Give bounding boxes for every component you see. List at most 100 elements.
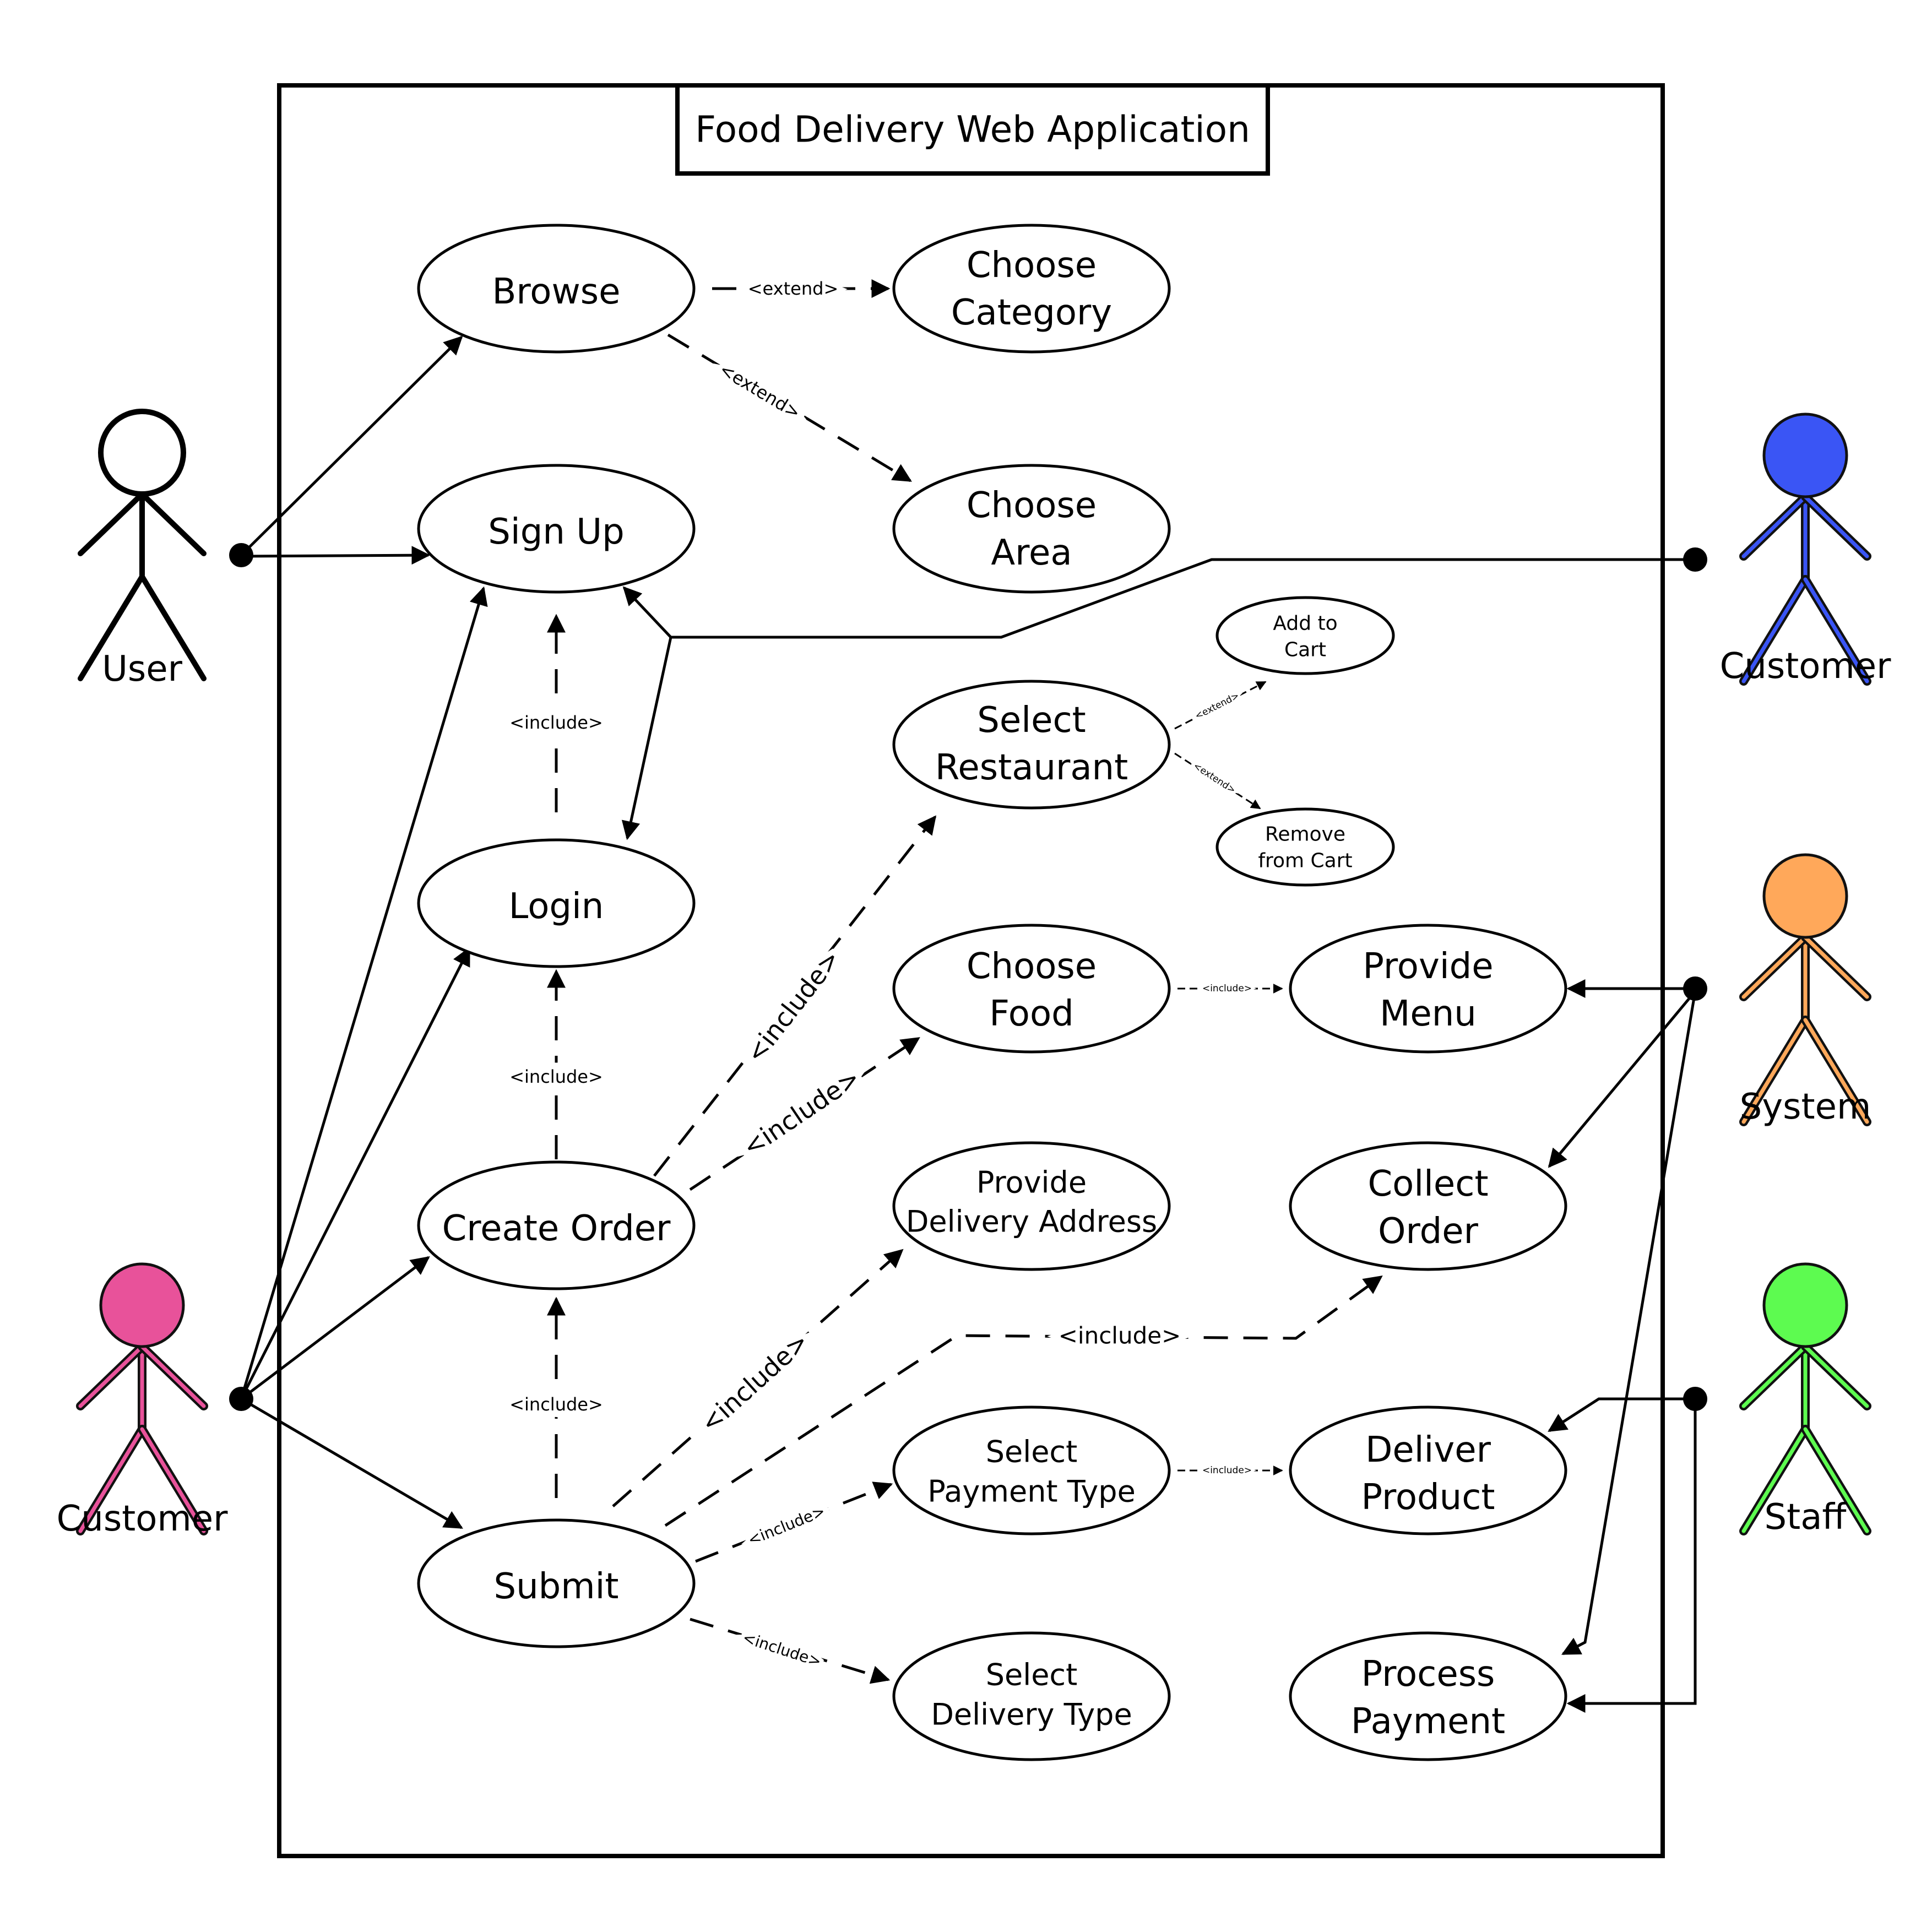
assoc-staff-payment <box>1566 1399 1697 1713</box>
dependencies <box>547 279 1383 1684</box>
use-case-label: Choose <box>967 946 1097 987</box>
actor-user[interactable]: User <box>78 409 207 690</box>
dep-restaurant-remove <box>1174 752 1261 810</box>
use-case-process-payment[interactable]: Process Payment <box>1289 1631 1567 1761</box>
use-case-create-order[interactable]: Create Order <box>417 1160 696 1290</box>
stick-figure-limb-fill <box>78 1344 144 1408</box>
use-case-choose-food[interactable]: Choose Food <box>892 924 1171 1054</box>
use-case-label: Restaurant <box>935 747 1128 788</box>
rel-label: <extend> <box>716 359 805 423</box>
use-case-label: Choose <box>967 485 1097 526</box>
assoc-staff-deliver <box>1548 1397 1695 1432</box>
rel-label: <include> <box>509 1066 603 1087</box>
use-case-label: Process <box>1361 1654 1495 1695</box>
actor-customer-right[interactable]: Customer <box>1720 413 1892 687</box>
use-case-label: Payment <box>1351 1701 1505 1742</box>
use-case-login[interactable]: Login <box>417 838 696 968</box>
connection-dots <box>229 543 1707 1411</box>
stick-figure-limb-fill <box>1741 935 1808 999</box>
stick-figure-icon <box>76 1262 208 1535</box>
stick-figure-limb <box>139 491 207 556</box>
rel-label: <extend> <box>748 278 839 299</box>
stick-figure-icon <box>1739 853 1871 1126</box>
rel-label: <include> <box>509 712 603 733</box>
stick-figure-icon <box>78 409 207 681</box>
stick-figure-limb-fill <box>1741 1018 1808 1124</box>
dot-staff <box>1683 1387 1707 1411</box>
stick-figure-icon <box>1739 413 1871 686</box>
stick-figure-limb-fill <box>1741 1344 1808 1408</box>
use-case-label: Cart <box>1284 639 1326 661</box>
use-case-label: Order <box>1378 1211 1479 1252</box>
use-case-label: Provide <box>976 1165 1087 1200</box>
dep-create-food <box>689 1036 920 1191</box>
use-case-label: Choose <box>967 245 1097 286</box>
use-case-provide-delivery-address[interactable]: Provide Delivery Address <box>892 1141 1171 1271</box>
dep-restaurant-add <box>1174 681 1267 730</box>
stick-figure-limb-fill <box>140 1344 206 1408</box>
use-case-label: Select <box>986 1435 1078 1469</box>
rel-label: <include> <box>694 1326 814 1438</box>
rel-label: <include> <box>1202 983 1252 994</box>
rel-label: <include> <box>740 944 846 1068</box>
actor-label: Customer <box>57 1499 229 1539</box>
use-case-choose-area[interactable]: Choose Area <box>892 464 1171 594</box>
actor-label: Customer <box>1720 646 1892 687</box>
use-case-remove-from-cart[interactable]: Remove from Cart <box>1215 807 1395 887</box>
use-case-label: from Cart <box>1258 850 1352 872</box>
stick-figure-head <box>1762 413 1848 498</box>
stick-figure-limb-fill <box>1803 935 1869 999</box>
stick-figure-limb <box>78 491 145 556</box>
dep-submit-address <box>612 1249 904 1507</box>
system-title-box <box>675 83 1270 176</box>
dep-create-restaurant <box>653 815 937 1177</box>
stick-figure-limb-fill <box>1741 1427 1808 1533</box>
stick-figure-head <box>1762 1262 1848 1348</box>
use-case-choose-category[interactable]: Choose Category <box>892 224 1171 354</box>
stick-figure-limb-fill <box>1803 1427 1869 1533</box>
use-case-provide-menu[interactable]: Provide Menu <box>1289 924 1567 1054</box>
use-case-ellipse <box>892 464 1171 594</box>
use-case-ellipse <box>892 1141 1171 1271</box>
use-case-select-restaurant[interactable]: Select Restaurant <box>892 680 1171 810</box>
actor-customer-left[interactable]: Customer <box>57 1262 229 1539</box>
use-case-browse[interactable]: Browse <box>417 224 696 354</box>
use-case-ellipse <box>417 838 696 968</box>
stick-figure-limb <box>139 574 207 681</box>
system-title: Food Delivery Web Application <box>695 108 1250 151</box>
use-case-sign-up[interactable]: Sign Up <box>417 464 696 594</box>
stick-figure-limb-fill <box>78 1427 144 1533</box>
use-case-label: Create Order <box>442 1208 671 1249</box>
use-case-ellipse <box>417 1160 696 1290</box>
actor-system[interactable]: System <box>1739 853 1871 1127</box>
use-case-label: Select <box>977 700 1086 741</box>
rel-label: <extend> <box>1193 690 1241 722</box>
use-case-ellipse <box>417 464 696 594</box>
use-case-add-to-cart[interactable]: Add to Cart <box>1215 596 1395 675</box>
associations <box>240 335 1697 1713</box>
use-case-select-payment-type[interactable]: Select Payment Type <box>892 1405 1171 1535</box>
stick-figure-limb-fill <box>1741 577 1808 683</box>
use-case-label: Collect <box>1367 1164 1488 1204</box>
stick-figure-head <box>99 1262 185 1348</box>
use-case-label: Submit <box>493 1566 618 1607</box>
use-case-ellipse <box>1289 1631 1567 1761</box>
assoc-customer-right-signup <box>622 586 672 638</box>
assoc-user-browse <box>240 335 463 556</box>
use-case-deliver-product[interactable]: Deliver Product <box>1289 1405 1567 1535</box>
rel-label: <include> <box>740 1628 823 1670</box>
use-case-submit[interactable]: Submit <box>417 1518 696 1648</box>
actor-staff[interactable]: Staff <box>1739 1262 1871 1538</box>
stick-figure-limb-fill <box>1803 577 1869 683</box>
use-case-ellipse <box>892 680 1171 810</box>
dot-customer-right <box>1683 547 1707 572</box>
use-case-collect-order[interactable]: Collect Order <box>1289 1141 1567 1271</box>
stick-figure-limb-fill <box>1803 1344 1869 1408</box>
assoc-customer-submit <box>240 1397 463 1529</box>
stick-figure-limb-fill <box>140 1427 206 1533</box>
rel-label: <include> <box>737 1062 865 1162</box>
use-case-ellipse <box>417 1518 696 1648</box>
stick-figure-limb-fill <box>1803 495 1869 558</box>
use-case-select-delivery-type[interactable]: Select Delivery Type <box>892 1631 1171 1761</box>
use-case-label: Payment Type <box>927 1474 1136 1509</box>
